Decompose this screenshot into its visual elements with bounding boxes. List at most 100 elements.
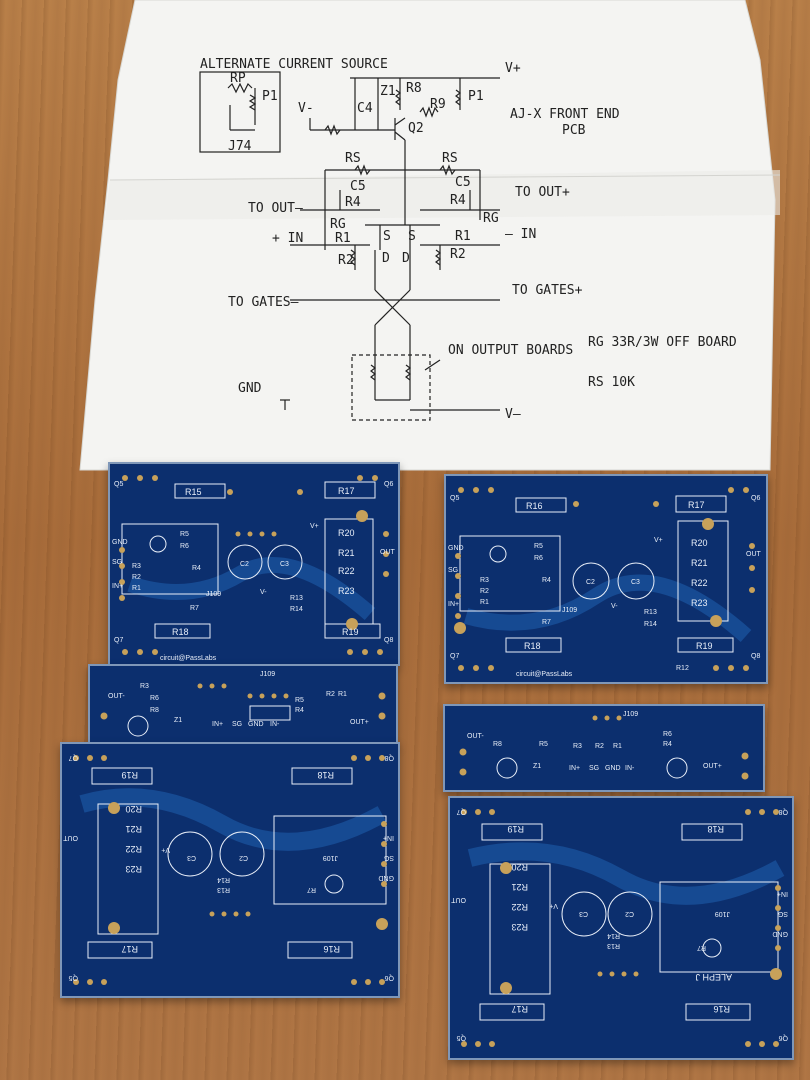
br-gnd: GND — [772, 930, 788, 937]
mr-r6: R6 — [663, 731, 672, 738]
label-rp: RP — [230, 71, 246, 86]
pcb-artwork-top-right: R16 R17 R20 R21 R22 R23 R18 R19 R7 R12 R… — [446, 476, 766, 682]
tl-r15: R15 — [185, 487, 202, 497]
label-plus-in: + IN — [272, 231, 303, 246]
tr-r13: R13 — [644, 609, 657, 616]
tl-logo: circuit@PassLabs — [160, 655, 217, 662]
br-r20: R20 — [511, 862, 528, 872]
mr-r8: R8 — [493, 741, 502, 748]
mr-out-minus: OUT- — [467, 733, 484, 740]
bl-q6: Q6 — [385, 974, 394, 981]
alt-source-box — [199, 71, 281, 153]
label-q2: Q2 — [408, 121, 424, 136]
tr-r1: R1 — [480, 599, 489, 606]
label-r1-right: R1 — [455, 229, 471, 244]
tr-gnd: GND — [448, 545, 464, 552]
pcb-board-middle-left: OUT- OUT+ IN- GND SG IN+ R3 R2 R1 R4 R5 … — [88, 664, 398, 746]
tl-r19: R19 — [342, 627, 359, 637]
bl-r14: R14 — [217, 876, 230, 883]
ml-out-minus: OUT- — [108, 693, 125, 700]
mr-in-minus: IN- — [625, 765, 635, 772]
tl-r5: R5 — [180, 531, 189, 538]
bl-c2: C2 — [239, 854, 248, 861]
bl-r19: R19 — [121, 770, 138, 780]
mr-r4: R4 — [663, 741, 672, 748]
schematic-title-line1: AJ-X FRONT END — [510, 107, 620, 122]
ml-sg: SG — [232, 721, 242, 728]
pcb-board-bottom-left: R19 R18 R23 R22 R21 R20 R17 R16 R13 R14 … — [60, 742, 400, 998]
label-gnd: GND — [238, 381, 262, 396]
label-to-gates-minus: TO GATES– — [228, 295, 299, 310]
br-r16: R16 — [713, 1004, 730, 1014]
bl-vplus: V+ — [161, 846, 170, 853]
label-on-output-boards: ON OUTPUT BOARDS — [448, 343, 573, 358]
tr-r19: R19 — [696, 641, 713, 651]
pcb-artwork-middle-right: OUT- OUT+ IN- GND SG IN+ R3 R2 R1 R4 R5 … — [445, 706, 763, 790]
schematic-wires — [280, 77, 500, 421]
tr-r4: R4 — [542, 577, 551, 584]
tl-q5: Q5 — [114, 481, 123, 488]
tl-r4: R4 — [192, 565, 201, 572]
bl-gnd: GND — [378, 874, 394, 881]
br-c2: C2 — [625, 910, 634, 917]
tr-r23: R23 — [691, 598, 708, 608]
br-out: OUT — [451, 896, 467, 903]
ml-r3: R3 — [140, 683, 149, 690]
rg-note: RG 33R/3W OFF BOARD — [588, 335, 737, 350]
br-inplus: IN+ — [777, 890, 788, 897]
label-d-right: D — [402, 251, 410, 266]
tr-r20: R20 — [691, 538, 708, 548]
br-r14: R14 — [607, 932, 620, 939]
label-rs-left: RS — [345, 151, 361, 166]
label-rg-left: RG — [330, 217, 346, 232]
tr-r14: R14 — [644, 621, 657, 628]
tr-r18: R18 — [524, 641, 541, 651]
label-r9: R9 — [430, 97, 446, 112]
label-z1: Z1 — [380, 84, 396, 99]
bl-r22: R22 — [125, 844, 142, 854]
label-j74: J74 — [228, 139, 252, 154]
ml-r6: R6 — [150, 695, 159, 702]
pcb-board-top-right: R16 R17 R20 R21 R22 R23 R18 R19 R7 R12 R… — [444, 474, 768, 684]
tr-j109: J109 — [562, 607, 577, 614]
mr-r3: R3 — [573, 743, 582, 750]
label-rg-right: RG — [483, 211, 499, 226]
br-r23: R23 — [511, 922, 528, 932]
tr-q8: Q8 — [751, 653, 760, 660]
ml-r2: R2 — [326, 691, 335, 698]
br-r19: R19 — [507, 824, 524, 834]
ml-z1: Z1 — [174, 717, 182, 724]
pcb-board-bottom-right: R19 R18 R23 R22 R21 R20 R17 R16 R13 R14 … — [448, 796, 794, 1060]
br-aleph-j: ALEPH J — [695, 972, 732, 982]
br-r13: R13 — [607, 942, 620, 949]
ml-j109: J109 — [260, 671, 275, 678]
tl-r3: R3 — [132, 563, 141, 570]
tl-out: OUT — [380, 549, 396, 556]
br-r22: R22 — [511, 902, 528, 912]
label-s-right: S — [408, 229, 416, 244]
label-v-minus-top: V- — [298, 101, 314, 116]
ml-in-minus: IN- — [270, 721, 280, 728]
tr-r22: R22 — [691, 578, 708, 588]
tr-r5: R5 — [534, 543, 543, 550]
label-rs-right: RS — [442, 151, 458, 166]
tl-r14: R14 — [290, 606, 303, 613]
label-r2-left: R2 — [338, 253, 354, 268]
label-r4-left: R4 — [345, 195, 361, 210]
pcb-board-top-left: R15 R17 R20 R21 R22 R23 R18 R19 R7 R13 R… — [108, 462, 400, 666]
tr-out: OUT — [746, 551, 762, 558]
tr-r3: R3 — [480, 577, 489, 584]
label-v-plus: V+ — [505, 61, 521, 76]
label-to-gates-plus: TO GATES+ — [512, 283, 583, 298]
bl-q5: Q5 — [69, 974, 78, 981]
ml-r5: R5 — [295, 697, 304, 704]
br-q7: Q7 — [457, 808, 466, 815]
tl-r17: R17 — [338, 486, 355, 496]
br-r17: R17 — [511, 1004, 528, 1014]
tl-c3: C3 — [280, 561, 289, 568]
bl-out: OUT — [63, 834, 79, 841]
tl-r22: R22 — [338, 566, 355, 576]
bl-q8: Q8 — [385, 754, 394, 761]
br-q6: Q6 — [779, 1034, 788, 1041]
br-r18: R18 — [707, 824, 724, 834]
